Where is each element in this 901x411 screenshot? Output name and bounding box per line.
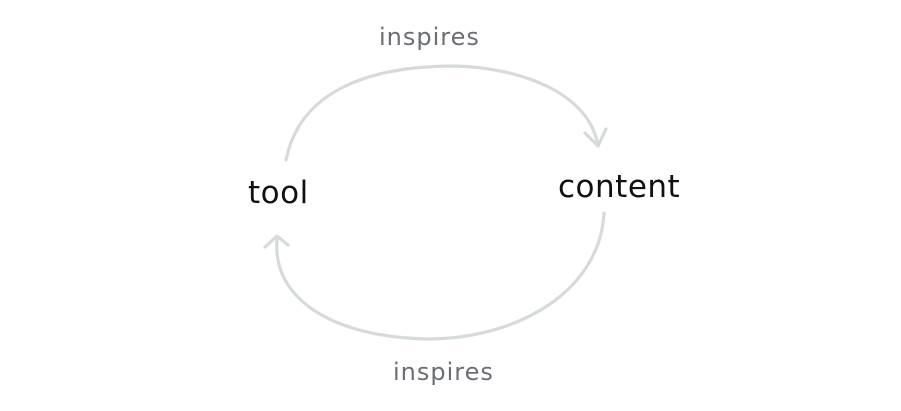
edge-label-bottom: inspires <box>393 358 494 386</box>
edge-tool-to-content <box>284 64 608 162</box>
arrowhead-icon <box>263 234 290 249</box>
arrow-path-top <box>284 64 600 162</box>
arrow-path-bottom <box>275 211 606 341</box>
arrowhead-icon <box>583 127 608 148</box>
edge-content-to-tool <box>263 211 606 341</box>
node-tool: tool <box>248 175 309 211</box>
node-content: content <box>558 169 680 205</box>
edge-label-top: inspires <box>379 23 480 51</box>
